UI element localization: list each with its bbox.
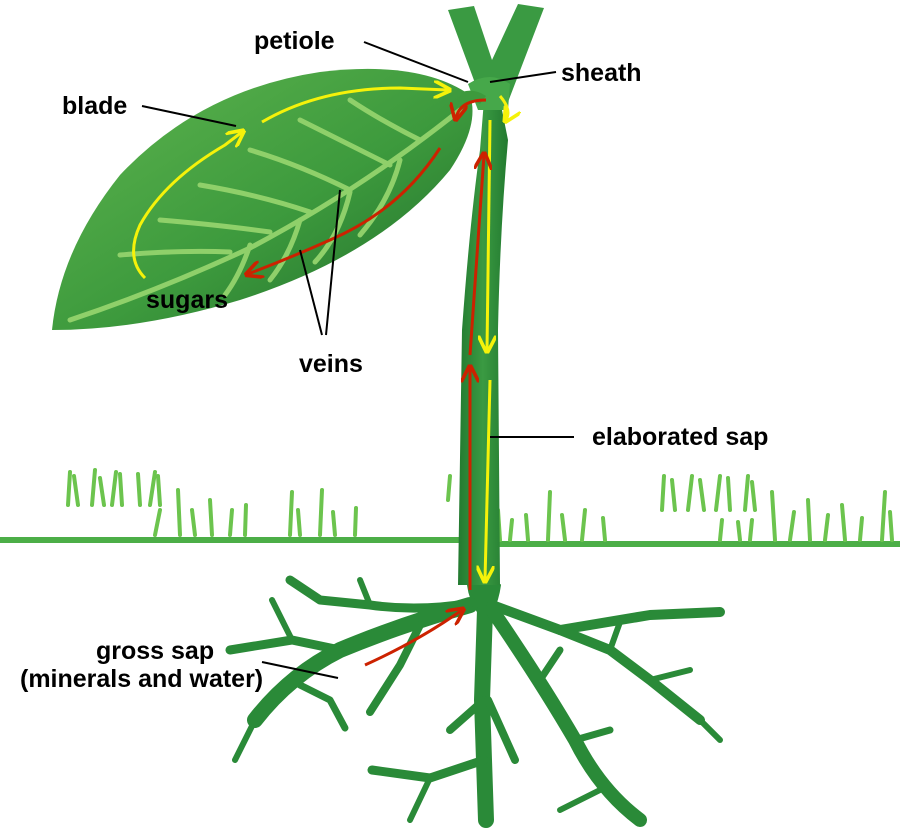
label-elaborated-sap: elaborated sap [592, 423, 769, 451]
grass [66, 468, 894, 542]
veins-leader-2 [325, 189, 341, 336]
blade-leader [141, 105, 237, 127]
leaf [52, 68, 486, 331]
petiole-leader [363, 41, 469, 83]
veins-leader-1 [299, 249, 323, 336]
sheath-leader [489, 71, 557, 83]
label-minerals-and-water: (minerals and water) [20, 665, 264, 693]
ground [0, 537, 900, 547]
gross-sap-leader [261, 661, 339, 679]
label-veins: veins [299, 350, 363, 378]
label-blade: blade [62, 92, 128, 120]
leader-lines [141, 41, 574, 679]
label-sheath: sheath [561, 59, 642, 87]
label-gross-sap: gross sap [96, 637, 215, 665]
red-flow-arrows [248, 98, 486, 667]
label-petiole: petiole [254, 27, 335, 55]
roots [225, 575, 725, 828]
leaf-veins [67, 97, 463, 323]
label-sugars: sugars [146, 286, 228, 314]
